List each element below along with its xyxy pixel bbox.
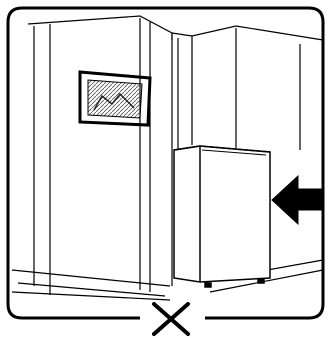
tall-wall-unit (28, 16, 172, 295)
outer-frame (8, 8, 323, 318)
back-cabinets (172, 26, 323, 150)
undercounter-appliance (174, 146, 270, 287)
floor-lines (12, 260, 323, 300)
cross-mark-icon (154, 304, 188, 334)
push-arrow-left-icon (272, 176, 323, 224)
